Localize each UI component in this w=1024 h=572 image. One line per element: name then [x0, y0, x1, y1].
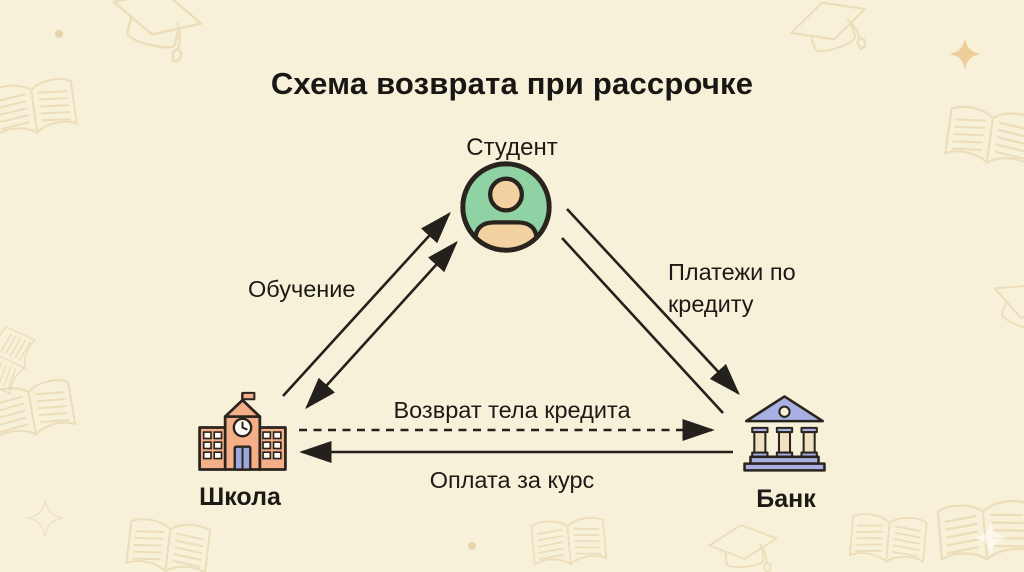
school-icon: [196, 391, 289, 475]
student-icon: [458, 159, 554, 255]
loan-payments-edge-label: Платежи по кредиту: [668, 259, 796, 318]
page-title: Схема возврата при рассрочке: [270, 66, 754, 101]
education-return-arrow: [305, 240, 458, 410]
loan-payments-arrow: [566, 208, 740, 396]
bank-label: Банк: [756, 485, 816, 513]
course-payment-edge-label: Оплата за курс: [429, 467, 595, 493]
loan-payments-arrow-line2: [561, 237, 724, 414]
school-label: Школа: [199, 483, 281, 511]
dot-decoration: [55, 30, 63, 38]
dot-decoration: [468, 542, 476, 550]
education-edge-label: Обучение: [248, 276, 356, 302]
principal-return-edge-label: Возврат тела кредита: [393, 397, 631, 423]
bank-icon: [742, 388, 827, 478]
student-label: Студент: [466, 134, 558, 161]
